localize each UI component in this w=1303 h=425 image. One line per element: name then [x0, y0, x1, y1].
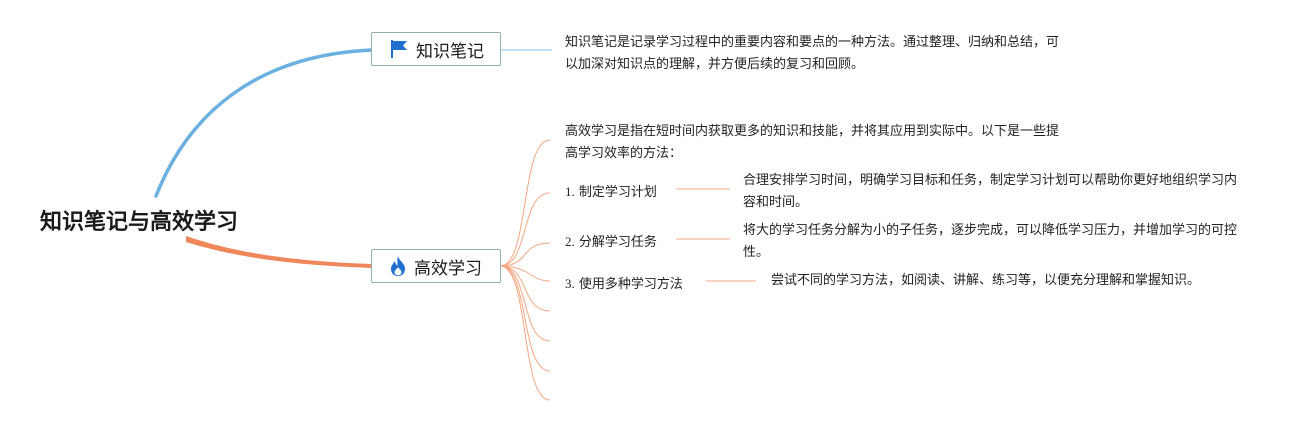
root-to-knowledge-notes-line	[154, 48, 374, 198]
flame-icon	[388, 255, 408, 277]
knowledge-notes-description: 知识笔记是记录学习过程中的重要内容和要点的一种方法。通过整理、归纳和总结，可以加…	[565, 35, 1060, 72]
method-title: 制定学习计划	[578, 185, 657, 200]
flag-icon	[388, 38, 410, 60]
method-item-3[interactable]: 3. 使用多种学习方法	[565, 273, 683, 292]
method-number: 2.	[565, 234, 575, 249]
root-topic[interactable]: 知识笔记与高效学习	[40, 210, 239, 235]
method-title: 分解学习任务	[578, 235, 657, 250]
branch-label: 知识笔记	[416, 41, 484, 62]
root-to-efficient-learning-line	[186, 236, 372, 268]
method-3-detail: 尝试不同的学习方法，如阅读、讲解、练习等，以便充分理解和掌握知识。	[771, 273, 1201, 288]
method-number: 3.	[565, 276, 575, 291]
efficient-learning-fan	[499, 139, 551, 401]
method-item-2[interactable]: 2. 分解学习任务	[565, 231, 657, 250]
branch-label: 高效学习	[414, 258, 482, 279]
method-2-detail: 将大的学习任务分解为小的子任务，逐步完成，可以降低学习压力，并增加学习的可控性。	[743, 223, 1238, 260]
efficient-learning-intro: 高效学习是指在短时间内获取更多的知识和技能，并将其应用到实际中。以下是一些提高学…	[565, 124, 1060, 161]
branch-efficient-learning[interactable]: 高效学习	[371, 249, 501, 283]
method-title: 使用多种学习方法	[578, 277, 683, 292]
method-item-1[interactable]: 1. 制定学习计划	[565, 181, 657, 200]
branch-knowledge-notes[interactable]: 知识笔记	[371, 32, 501, 66]
method-1-detail: 合理安排学习时间，明确学习目标和任务，制定学习计划可以帮助你更好地组织学习内容和…	[743, 173, 1238, 210]
method-number: 1.	[565, 184, 575, 199]
